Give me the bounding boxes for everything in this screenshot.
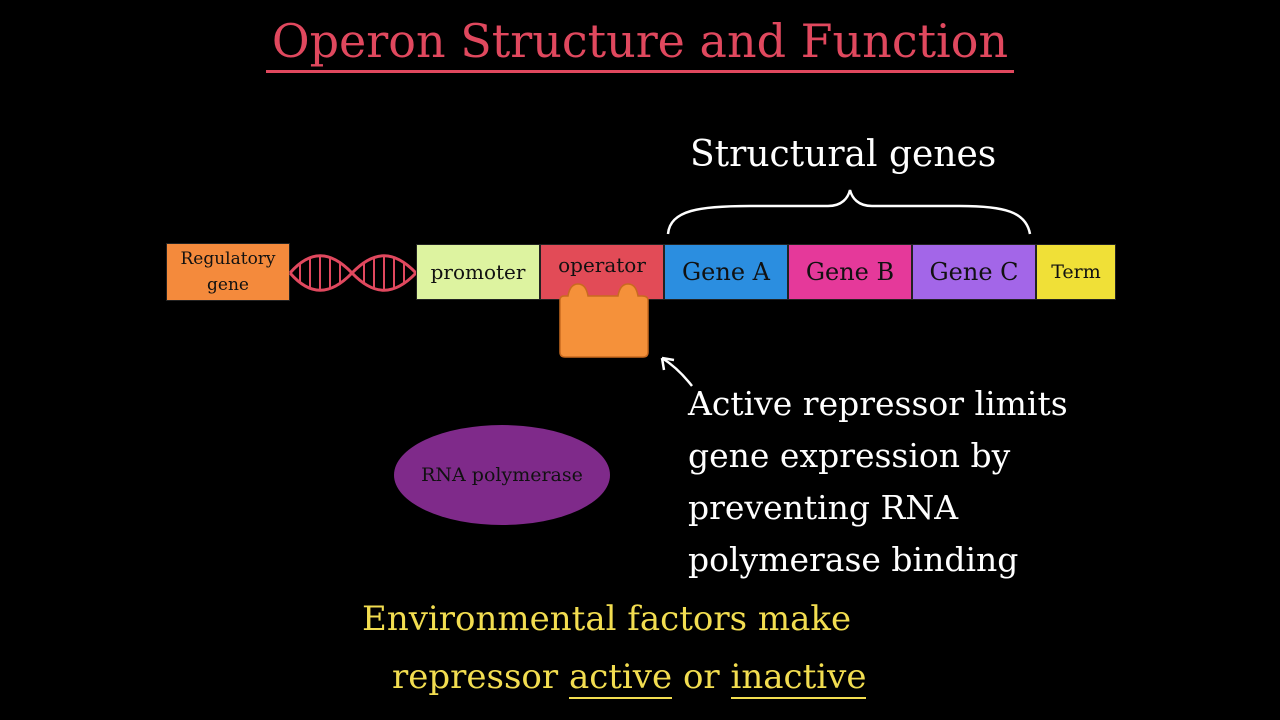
gene-b-segment: Gene B bbox=[788, 244, 912, 300]
description-line: gene expression by bbox=[688, 436, 1011, 475]
promoter-segment: promoter bbox=[416, 244, 540, 300]
gene-a-segment: Gene A bbox=[664, 244, 788, 300]
promoter-label: promoter bbox=[430, 260, 526, 284]
gene-c-segment: Gene C bbox=[912, 244, 1036, 300]
regulatory-gene-segment: Regulatory gene bbox=[166, 243, 290, 301]
rna-polymerase: RNA polymerase bbox=[394, 425, 610, 525]
terminator-segment: Term bbox=[1036, 244, 1116, 300]
environment-line-1: Environmental factors make bbox=[362, 599, 852, 639]
description-line: preventing RNA bbox=[688, 488, 959, 527]
repressor-description: Active repressor limits gene expression … bbox=[688, 378, 1128, 586]
diagram-title: Operon Structure and Function bbox=[0, 14, 1280, 73]
description-line: Active repressor limits bbox=[688, 384, 1068, 423]
environment-line-2: repressor active or inactive bbox=[362, 648, 867, 706]
gene-b-label: Gene B bbox=[805, 258, 895, 286]
operator-label: operator bbox=[558, 253, 646, 277]
gene-c-label: Gene C bbox=[929, 258, 1019, 286]
environmental-factors-note: Environmental factors make repressor act… bbox=[362, 590, 867, 706]
terminator-label: Term bbox=[1051, 261, 1101, 283]
active-repressor bbox=[559, 283, 649, 358]
description-line: polymerase binding bbox=[688, 540, 1019, 579]
structural-genes-label: Structural genes bbox=[690, 134, 997, 175]
inactive-word: inactive bbox=[730, 657, 867, 699]
active-word: active bbox=[568, 657, 673, 699]
arrow-icon bbox=[660, 356, 693, 387]
structural-genes-brace bbox=[666, 189, 1032, 235]
dna-helix bbox=[288, 254, 418, 292]
rna-polymerase-label: RNA polymerase bbox=[421, 464, 583, 486]
environment-prefix: repressor bbox=[392, 657, 559, 697]
gene-a-label: Gene A bbox=[682, 258, 770, 286]
regulatory-gene-label: Regulatory gene bbox=[180, 249, 276, 295]
or-word: or bbox=[682, 657, 720, 697]
